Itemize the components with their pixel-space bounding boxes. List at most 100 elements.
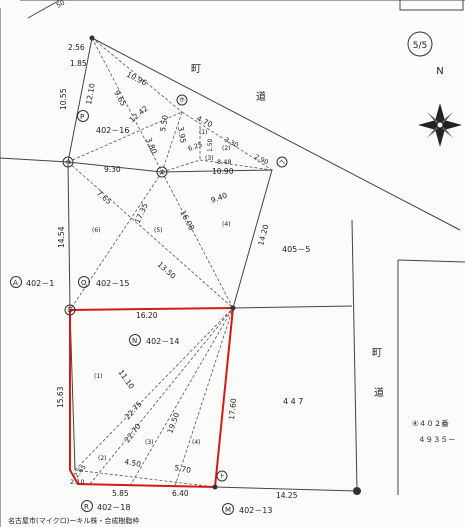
parcel-id: N xyxy=(132,337,137,345)
svg-text:2.10: 2.10 xyxy=(70,478,84,486)
svg-text:5.70: 5.70 xyxy=(174,463,192,475)
parcel-id: M xyxy=(225,506,231,514)
svg-text:11.10: 11.10 xyxy=(116,368,136,391)
parcel-label: 402－14 xyxy=(146,337,179,346)
parcel-label: 4 4 7 xyxy=(283,397,303,406)
svg-text:6.40: 6.40 xyxy=(172,489,189,498)
svg-text:9.30: 9.30 xyxy=(104,165,121,174)
svg-text:10.96: 10.96 xyxy=(125,70,148,88)
road-label-right-2: 道 xyxy=(374,386,384,399)
svg-text:ホ: ホ xyxy=(179,97,185,104)
parcel-label: 402－16 xyxy=(96,126,129,135)
svg-text:(3): (3) xyxy=(145,439,154,446)
svg-text:3.80: 3.80 xyxy=(144,136,159,155)
svg-text:(3): (3) xyxy=(205,155,214,162)
parcel-id: O xyxy=(81,279,87,287)
parcel-labels: P 402－16 O 402－15 N 402－14 A 402－1 R 402… xyxy=(13,113,310,515)
boundary-ho-to xyxy=(161,169,273,309)
parcel-label: 402－18 xyxy=(97,503,130,512)
svg-text:9.65: 9.65 xyxy=(112,89,128,108)
road-east-line xyxy=(351,219,358,491)
svg-text:5.85: 5.85 xyxy=(112,489,129,498)
svg-text:8.48: 8.48 xyxy=(217,158,231,166)
svg-text:14.25: 14.25 xyxy=(276,491,298,500)
svg-text:ハ: ハ xyxy=(65,159,71,166)
svg-text:4.50: 4.50 xyxy=(124,457,142,469)
svg-text:ロ: ロ xyxy=(67,307,73,314)
north-arrow-icon xyxy=(418,103,462,147)
road-label-top-1: 町 xyxy=(191,64,201,75)
svg-text:2.56: 2.56 xyxy=(68,43,85,52)
point-labels: ハ ニ ホ ヘ ロ ト xyxy=(65,97,285,480)
svg-text:ニ: ニ xyxy=(159,169,165,176)
corner-line xyxy=(27,0,61,19)
road-boundary-line xyxy=(91,37,461,231)
svg-text:7.65: 7.65 xyxy=(95,189,114,207)
svg-text:12.10: 12.10 xyxy=(84,82,97,105)
title-box xyxy=(399,0,464,11)
svg-text:14.54: 14.54 xyxy=(57,226,66,248)
boundary-ni-ho xyxy=(67,161,163,173)
parcel-id: A xyxy=(13,279,18,287)
svg-text:1.85: 1.85 xyxy=(70,59,87,68)
parcel-label: 405－5 xyxy=(282,245,310,254)
svg-text:3.95: 3.95 xyxy=(176,126,188,144)
svg-text:9.40: 9.40 xyxy=(210,191,229,205)
svg-text:5.50: 5.50 xyxy=(158,114,170,132)
svg-text:4.70: 4.70 xyxy=(195,114,214,130)
svg-text:17.35: 17.35 xyxy=(133,201,150,224)
svg-text:16.08: 16.08 xyxy=(178,209,196,232)
road-label-top-2: 道 xyxy=(256,90,266,103)
distance-labels: 2.56 1.85 10.55 12.10 10.96 9.65 12.42 3… xyxy=(55,0,298,500)
svg-text:10.90: 10.90 xyxy=(212,167,234,176)
svg-text:(4): (4) xyxy=(222,221,231,228)
svg-text:(1): (1) xyxy=(94,373,103,380)
svg-text:(2): (2) xyxy=(98,455,107,462)
svg-text:ヘ: ヘ xyxy=(279,159,285,166)
svg-text:(5): (5) xyxy=(154,227,163,234)
svg-text:13.50: 13.50 xyxy=(156,260,178,281)
parcel-label: 402－1 xyxy=(26,279,54,288)
parcel-id-circle xyxy=(78,276,90,288)
highlighted-parcel-402-14 xyxy=(69,306,235,489)
svg-text:16.20: 16.20 xyxy=(136,311,158,320)
parcel-id: P xyxy=(80,113,84,121)
svg-text:(1): (1) xyxy=(199,129,208,136)
svg-text:2.90: 2.90 xyxy=(253,153,270,167)
svg-text:22.70: 22.70 xyxy=(122,422,142,445)
parcel-id-circle xyxy=(129,334,141,346)
svg-text:ト: ト xyxy=(219,473,225,480)
road-east-line-3 xyxy=(397,259,465,263)
parcel-id-circle xyxy=(81,500,93,512)
west-boundary xyxy=(67,37,93,471)
sub-parcel-labels: (1) (2) (3) (4) (6) (5) (4) (1) (2) (3) xyxy=(92,129,231,462)
north-label: N xyxy=(436,66,443,77)
survey-points xyxy=(62,35,361,495)
side-note-line2: ４９３５－ xyxy=(418,435,456,444)
svg-text:22.75: 22.75 xyxy=(123,399,144,421)
page-number-circle xyxy=(407,31,433,57)
page-number: 5/5 xyxy=(413,41,427,51)
svg-text:15.63: 15.63 xyxy=(56,386,65,408)
parcel-id-circle xyxy=(10,276,22,288)
boundary-west-tick xyxy=(0,157,69,163)
side-note-line1: ④４０２番 xyxy=(412,418,449,428)
svg-text:19.50: 19.50 xyxy=(165,411,181,434)
svg-text:12.42: 12.42 xyxy=(128,104,150,125)
parcel-id-circle xyxy=(222,503,234,515)
parcel-id: R xyxy=(84,503,89,511)
boundary-to-east xyxy=(232,305,353,309)
svg-text:50: 50 xyxy=(55,0,66,10)
svg-text:17.60: 17.60 xyxy=(227,398,238,421)
parcel-id-circle xyxy=(77,110,89,122)
svg-text:(6): (6) xyxy=(92,227,101,234)
parcel-label: 402－15 xyxy=(96,279,129,288)
svg-text:1.50: 1.50 xyxy=(207,138,214,152)
parcel-label: 402－13 xyxy=(239,506,272,515)
svg-text:10.55: 10.55 xyxy=(59,88,68,110)
svg-text:6.25: 6.25 xyxy=(187,140,203,152)
road-label-right-1: 町 xyxy=(372,348,382,359)
boundary-south xyxy=(214,486,358,492)
svg-text:(2): (2) xyxy=(222,145,231,152)
